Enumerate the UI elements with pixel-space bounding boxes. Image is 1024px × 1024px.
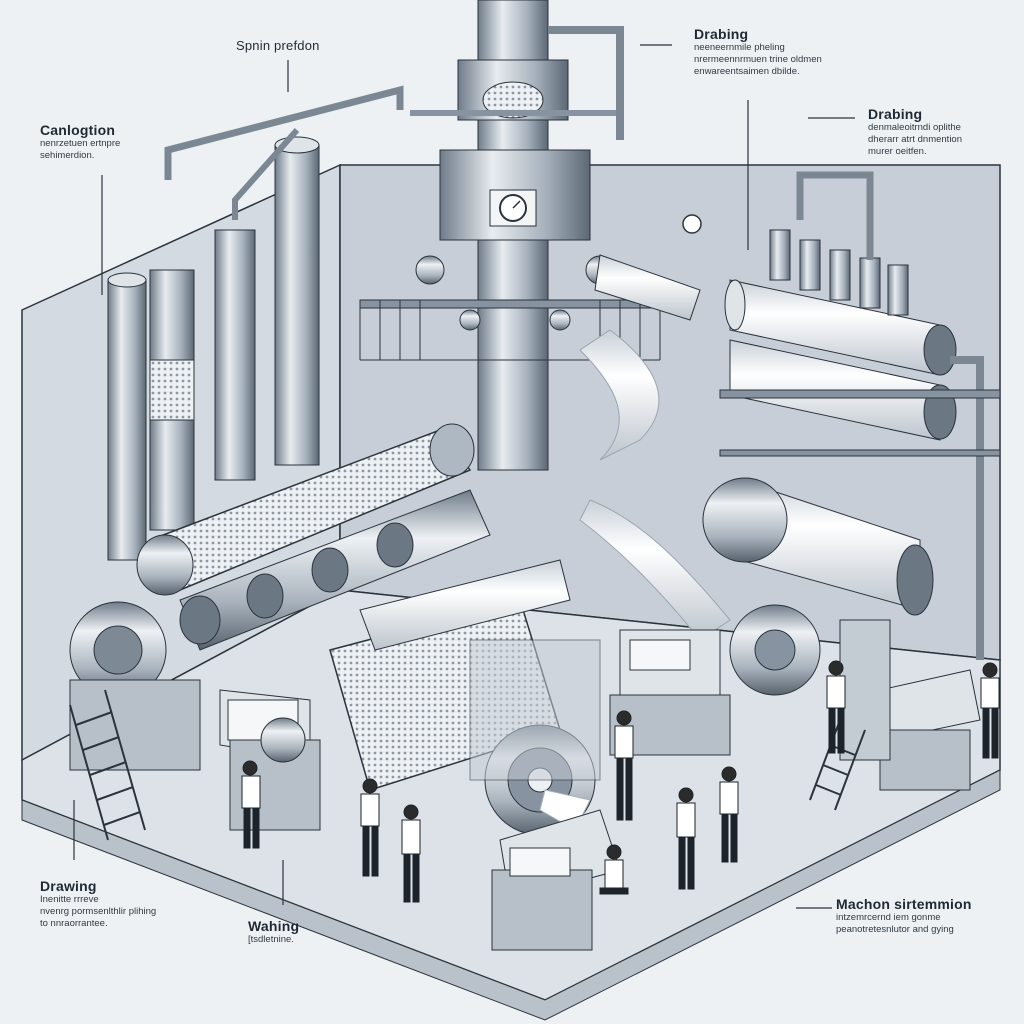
callout-description: intzemrcernd iem gonme peanotretesnlutor… — [836, 912, 954, 935]
worker — [676, 787, 696, 890]
control-console-center — [491, 809, 621, 951]
worker-figures — [241, 660, 1000, 903]
control-console-left — [219, 689, 321, 831]
worker — [719, 766, 739, 863]
worker — [980, 662, 1000, 759]
winding-roller — [702, 477, 934, 696]
callout-title: Spnin prefdon — [236, 38, 320, 53]
callout-washing: Wahing [tsdletnine. — [248, 918, 299, 946]
roller-line — [69, 489, 491, 771]
central-spinning-tower — [359, 0, 702, 471]
callout-description: [tsdletnine. — [248, 934, 294, 945]
wall-gauge-icon — [682, 214, 702, 234]
callout-title: Drabing — [694, 26, 749, 42]
washing-drum — [329, 559, 601, 836]
worker — [360, 778, 380, 877]
callout-title: Drawing — [40, 878, 97, 894]
callout-title: Drabing — [868, 106, 923, 122]
worker — [401, 804, 421, 903]
worker — [826, 660, 846, 754]
callout-drawing-right: Drabing denmaleoitrndi oplithe dherarr a… — [868, 106, 962, 158]
fiber-web-sheet — [579, 254, 731, 641]
callout-description: denmaleoitrndi oplithe dherarr atrt dnme… — [868, 122, 962, 157]
worker — [241, 760, 261, 849]
callout-title: Canlogtion — [40, 122, 116, 138]
callout-drawing-bottom: Drawing Inenitte rrreve nvenrg pormsenlt… — [40, 878, 156, 930]
floor-edge — [21, 769, 1001, 1021]
callout-description: Inenitte rrreve nvenrg pormsenlthlir pli… — [40, 894, 157, 929]
worker — [599, 844, 629, 895]
callout-spinning: Spnin prefdon — [236, 38, 320, 53]
callout-leader-lines — [73, 44, 855, 909]
callout-description: neeneernmile pheling nrermeennrmuen trin… — [694, 42, 822, 77]
callout-title: Wahing — [248, 918, 300, 934]
large-filter-drum — [136, 423, 475, 596]
callout-title: Machon sirtemmion — [836, 896, 972, 912]
callout-coagulation: Canlogtion nenrzetuen ertnpre sehimerdio… — [40, 122, 120, 162]
callout-drawing-top: Drabing neeneernmile pheling nrermeennrm… — [694, 26, 822, 78]
left-tank-array — [107, 85, 404, 561]
callout-machine: Machon sirtemmion intzemrcernd iem gonme… — [836, 896, 972, 936]
worker — [614, 710, 634, 821]
control-console-right — [839, 619, 981, 791]
callout-description: nenrzetuen ertnpre sehimerdion. — [40, 138, 121, 161]
right-drying-rollers — [719, 171, 1001, 660]
ladder-left — [69, 689, 146, 841]
